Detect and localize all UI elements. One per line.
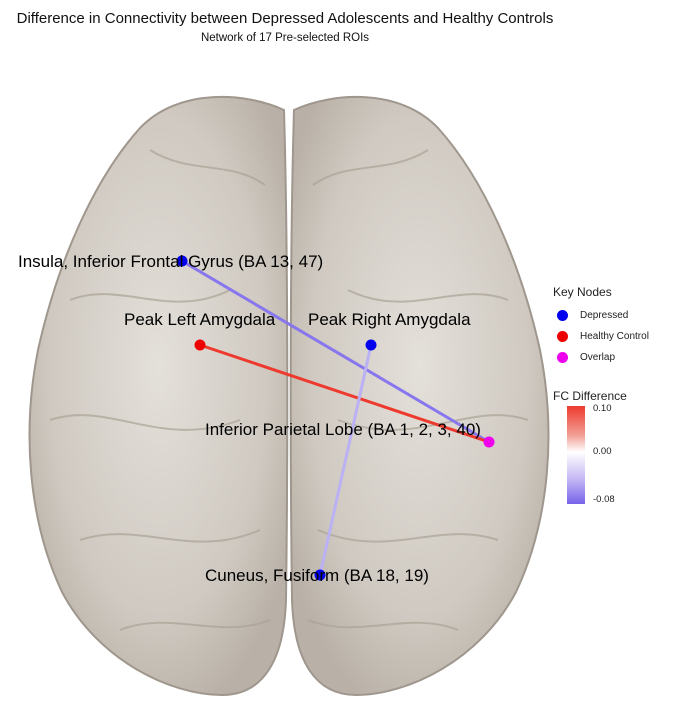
legend-dot-icon (557, 310, 568, 321)
legend-title: Key Nodes (553, 285, 612, 299)
node-cuneus (314, 569, 326, 581)
edge-right_amygdala-cuneus (318, 344, 373, 576)
node-label-left_amygdala: Peak Left Amygdala (124, 310, 276, 329)
node-left_amygdala (194, 339, 206, 351)
node-label-cuneus: Cuneus, Fusiform (BA 18, 19) (205, 566, 429, 585)
legend-item-depressed: Depressed (553, 305, 649, 326)
colorbar-max-label: 0.10 (593, 403, 612, 414)
brain-hemisphere-right (289, 95, 550, 697)
legend-item-overlap: Overlap (553, 347, 649, 368)
node-label-insula: Insula, Inferior Frontal Gyrus (BA 13, 4… (18, 252, 323, 271)
legend-item-healthy-control: Healthy Control (553, 326, 649, 347)
node-label-right_amygdala: Peak Right Amygdala (308, 310, 471, 329)
colorbar-title: FC Difference (553, 389, 627, 403)
edge-insula-parietal (181, 259, 490, 444)
colorbar-min-label: -0.08 (593, 494, 615, 505)
chart-subtitle: Network of 17 Pre-selected ROIs (200, 32, 370, 44)
colorbar-mid-label: 0.00 (593, 446, 612, 457)
node-right_amygdala (365, 339, 377, 351)
node-parietal (483, 436, 495, 448)
fc-difference-colorbar: FC Difference 0.10 0.00 -0.08 (553, 389, 627, 508)
legend-item-label: Overlap (580, 352, 616, 363)
chart-title: Difference in Connectivity between Depre… (16, 10, 554, 27)
legend-dot-icon (557, 331, 568, 342)
node-label-parietal: Inferior Parietal Lobe (BA 1, 2, 3, 40) (205, 420, 481, 439)
node-insula (176, 255, 188, 267)
key-nodes-legend: Key Nodes Depressed Healthy Control Over… (553, 285, 649, 368)
legend-item-label: Healthy Control (580, 331, 649, 342)
edge-left_amygdala-parietal (199, 343, 490, 444)
brain-hemisphere-left (28, 95, 289, 697)
legend-item-label: Depressed (580, 310, 629, 321)
legend-dot-icon (557, 352, 568, 363)
colorbar-gradient (567, 406, 585, 504)
